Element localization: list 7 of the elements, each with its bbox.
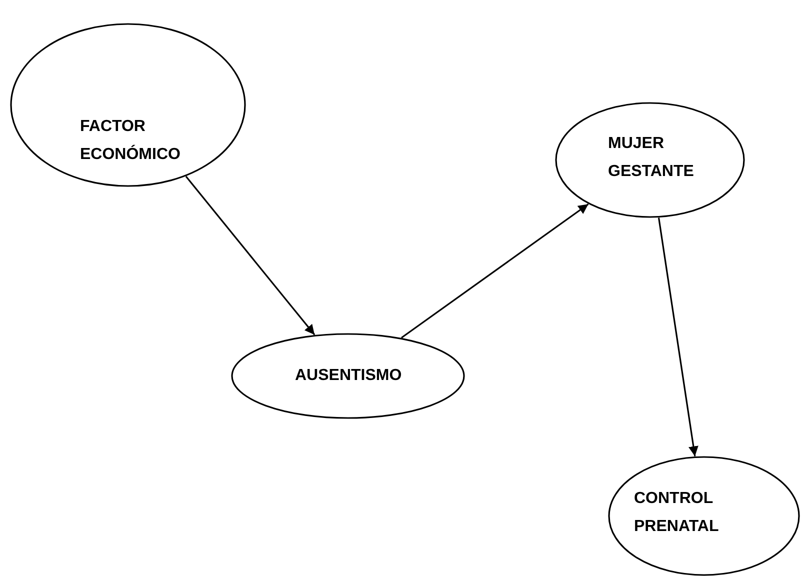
arrow xyxy=(401,203,589,338)
arrow xyxy=(658,218,698,456)
node-label: CONTROL PRENATAL xyxy=(634,489,720,537)
node-label: FACTOR ECONÓMICO xyxy=(80,117,182,165)
node-label: AUSENTISMO xyxy=(295,366,403,386)
node-label: MUJER GESTANTE xyxy=(608,134,695,182)
arrow xyxy=(185,176,316,336)
